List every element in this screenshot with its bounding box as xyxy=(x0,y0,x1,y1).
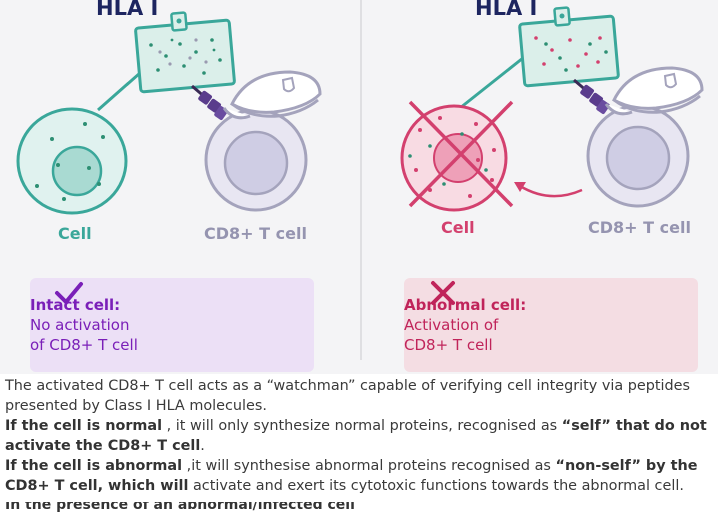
abnormal-cell-line1: Activation of xyxy=(404,316,499,334)
tcr-receptor-icon xyxy=(191,84,228,120)
caption-text-run: activate and exert its cytotoxic functio… xyxy=(188,478,684,494)
intact-cell-title: Intact cell: xyxy=(30,296,121,314)
right-tcell-label: CD8+ T cell xyxy=(588,218,691,237)
caption-paragraph-2: If the cell is normal , it will only syn… xyxy=(5,416,717,456)
caption-paragraph-3: If the cell is abnormal ,it will synthes… xyxy=(5,456,717,496)
hla-peptide-panel-icon xyxy=(518,6,620,88)
cross-mark-icon xyxy=(431,281,455,305)
self-emphasis: “self” that do not activate the CD8+ T c… xyxy=(5,418,707,454)
left-tcell-label: CD8+ T cell xyxy=(204,224,307,243)
abnormal-cell-emphasis: If the cell is abnormal xyxy=(5,458,183,474)
caption-paragraph-1: The activated CD8+ T cell acts as a “wat… xyxy=(5,378,691,414)
presentation-line xyxy=(459,56,524,110)
left-panel-title: HLA I xyxy=(96,0,159,20)
caption-text-run: , it will only synthesize normal protein… xyxy=(162,418,562,434)
left-cell-label: Cell xyxy=(58,224,92,243)
cd8-t-cell-icon xyxy=(204,70,322,212)
police-cap-icon xyxy=(604,66,704,116)
normal-cell-emphasis: If the cell is normal xyxy=(5,418,163,434)
intact-cell-line2: of CD8+ T cell xyxy=(30,336,138,354)
hla-illustration xyxy=(16,0,704,360)
right-cell-label: Cell xyxy=(441,218,475,237)
checkmark-icon xyxy=(55,282,83,304)
non-self-emphasis: “non-self” by the CD8+ T cell, which wil… xyxy=(5,458,698,494)
intact-cell-line1: No activation xyxy=(30,316,130,334)
police-cap-icon xyxy=(222,70,322,120)
attack-arrow-icon xyxy=(514,182,583,198)
cd8-t-cell-icon xyxy=(586,66,704,208)
caption-partial-line: In the presence of an abnormal/infected … xyxy=(5,497,355,513)
caption-text: The activated CD8+ T cell acts as a “wat… xyxy=(5,376,717,496)
abnormal-cell-title: Abnormal cell: xyxy=(404,296,527,314)
caption-text-run: . xyxy=(200,438,205,454)
normal-cell-icon xyxy=(16,107,128,215)
kill-cross-icon xyxy=(408,100,514,208)
intact-cell-box: Intact cell: No activation of CD8+ T cel… xyxy=(30,278,314,372)
hla-figure: HLA I HLA I Cell CD8+ T cell Cell CD8+ T… xyxy=(0,0,718,374)
abnormal-cell-line2: CD8+ T cell xyxy=(404,336,493,354)
tcr-receptor-icon xyxy=(573,78,610,114)
right-panel-title: HLA I xyxy=(475,0,538,20)
hla-peptide-panel-icon xyxy=(134,11,236,94)
caption-text-run: ,it will synthesise abnormal proteins re… xyxy=(182,458,556,474)
abnormal-cell-box: Abnormal cell: Activation of CD8+ T cell xyxy=(404,278,698,372)
